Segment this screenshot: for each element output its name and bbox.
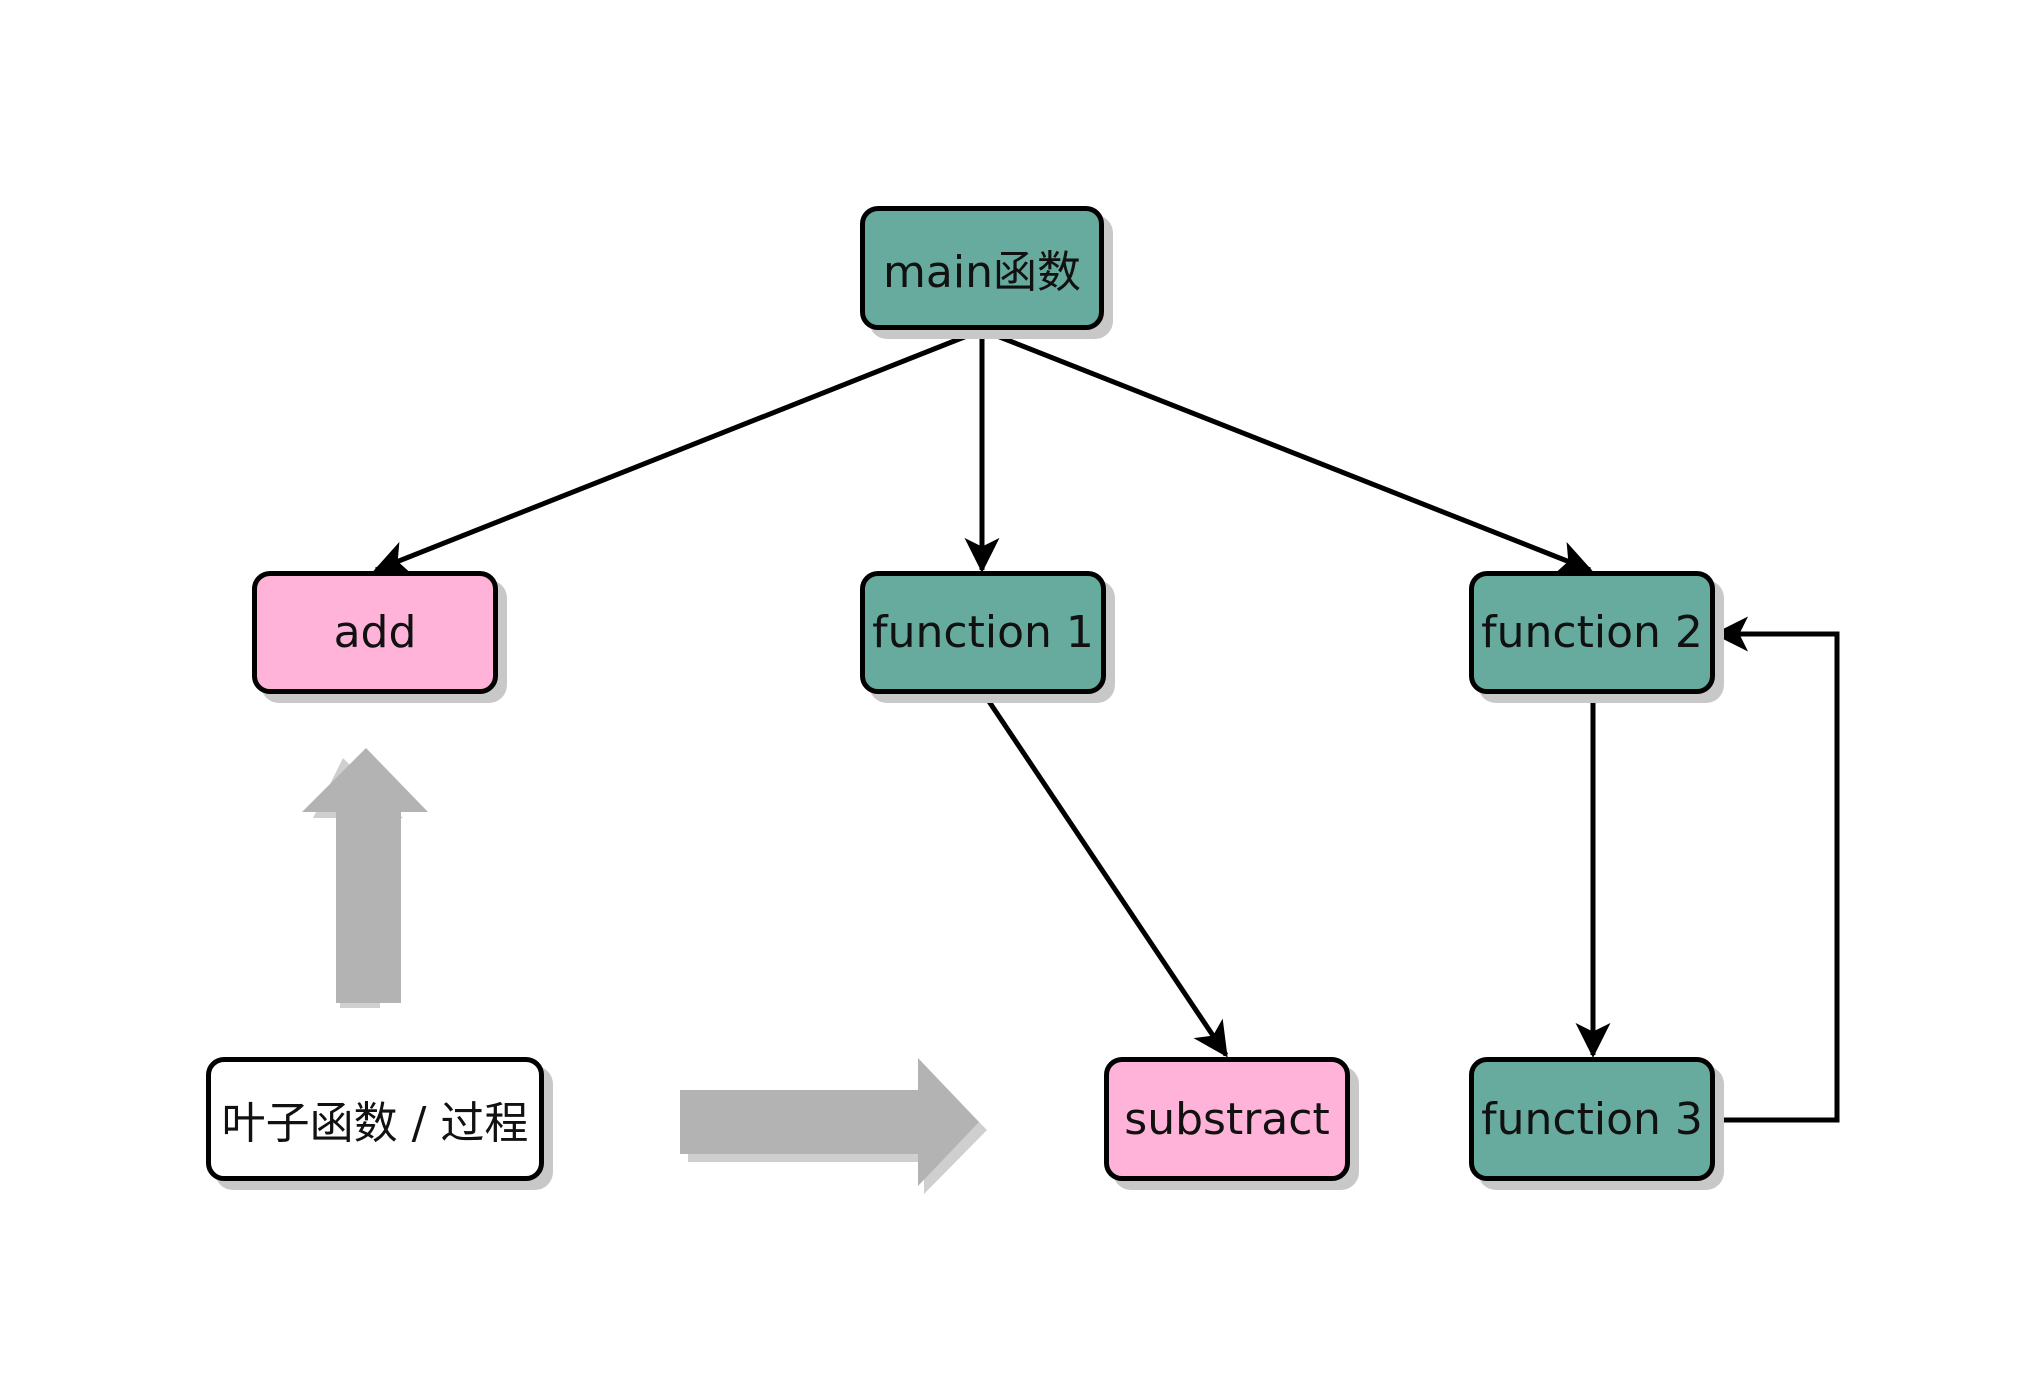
edge-main-function2 (981, 327, 1593, 575)
edge-function3-function2 (1713, 616, 1840, 1123)
node-function-1[interactable]: function 1 (860, 571, 1106, 694)
node-function-2[interactable]: function 2 (1469, 571, 1715, 694)
node-substract[interactable]: substract (1104, 1057, 1350, 1181)
edge-function1-substract (981, 692, 1229, 1058)
hint-right-arrow (680, 1058, 987, 1194)
node-main[interactable]: main函数 (860, 206, 1104, 330)
hint-up-arrow (302, 748, 428, 1008)
edge-main-add (373, 327, 983, 575)
node-function-3[interactable]: function 3 (1469, 1057, 1715, 1181)
legend-leaf-function[interactable]: 叶子函数 / 过程 (206, 1057, 544, 1181)
node-add[interactable]: add (252, 571, 498, 694)
